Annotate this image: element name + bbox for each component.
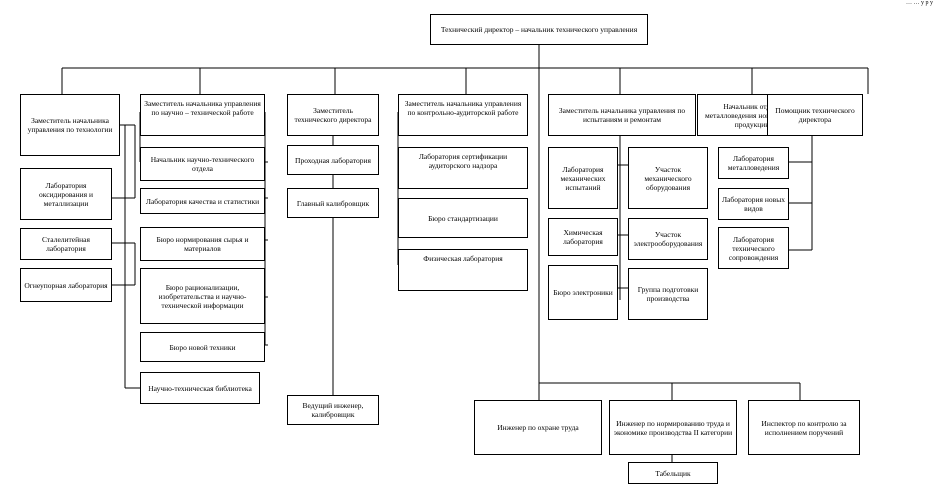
node-lab-support: Лаборатория технического сопровождения <box>718 227 789 269</box>
node-lab-quality: Лаборатория качества и статистики <box>140 188 265 214</box>
node-dep-tech: Заместитель начальника управления по тех… <box>20 94 120 156</box>
node-sec-mech: Участок механического оборудования <box>628 147 708 209</box>
node-lab-refr: Огнеупорная лаборатория <box>20 268 112 302</box>
node-dep-test: Заместитель начальника управления по исп… <box>548 94 696 136</box>
node-dep-control: Заместитель начальника управления по кон… <box>398 94 528 136</box>
node-lab-cert: Лаборатория сертификации аудиторского на… <box>398 147 528 189</box>
node-eng-norm: Инженер по нормированию труда и экономик… <box>609 400 737 455</box>
node-root: Технический директор – начальник техниче… <box>430 14 648 45</box>
node-bureau-elec: Бюро электроники <box>548 265 618 320</box>
node-head-sci: Начальник научно-технического отдела <box>140 147 265 181</box>
node-chief-cal: Главный калибровщик <box>287 188 379 218</box>
node-dep-dir: Заместитель технического директора <box>287 94 379 136</box>
node-lab-chem: Химическая лаборатория <box>548 218 618 256</box>
node-library: Научно-техническая библиотека <box>140 372 260 404</box>
node-sec-elec: Участок электрооборудования <box>628 218 708 260</box>
node-dep-sci: Заместитель начальника управления по нау… <box>140 94 265 136</box>
corner-text: … … у р у <box>906 0 933 6</box>
node-lab-metal: Лаборатория металловедения <box>718 147 789 179</box>
node-asst: Помощник технического директора <box>767 94 863 136</box>
node-bureau-rat: Бюро рационализации, изобретательства и … <box>140 268 265 324</box>
node-lead-eng: Ведущий инженер, калибровщик <box>287 395 379 425</box>
node-bureau-new: Бюро новой техники <box>140 332 265 362</box>
node-lab-oxid: Лаборатория оксидирования и металлизации <box>20 168 112 220</box>
node-lab-mech: Лаборатория механических испытаний <box>548 147 618 209</box>
node-bureau-norm: Бюро нормирования сырья и материалов <box>140 227 265 261</box>
node-grp-prep: Группа подготовки производства <box>628 268 708 320</box>
node-lab-gate: Проходная лаборатория <box>287 145 379 175</box>
node-lab-newtypes: Лаборатория новых видов <box>718 188 789 220</box>
node-lab-phys: Физическая лаборатория <box>398 249 528 291</box>
node-eng-safety: Инженер по охране труда <box>474 400 602 455</box>
node-timekeeper: Табельщик <box>628 462 718 484</box>
node-bureau-std: Бюро стандартизации <box>398 198 528 238</box>
node-lab-steel: Сталелитейная лаборатория <box>20 228 112 260</box>
node-inspector: Инспектор по контролю за исполнением пор… <box>748 400 860 455</box>
